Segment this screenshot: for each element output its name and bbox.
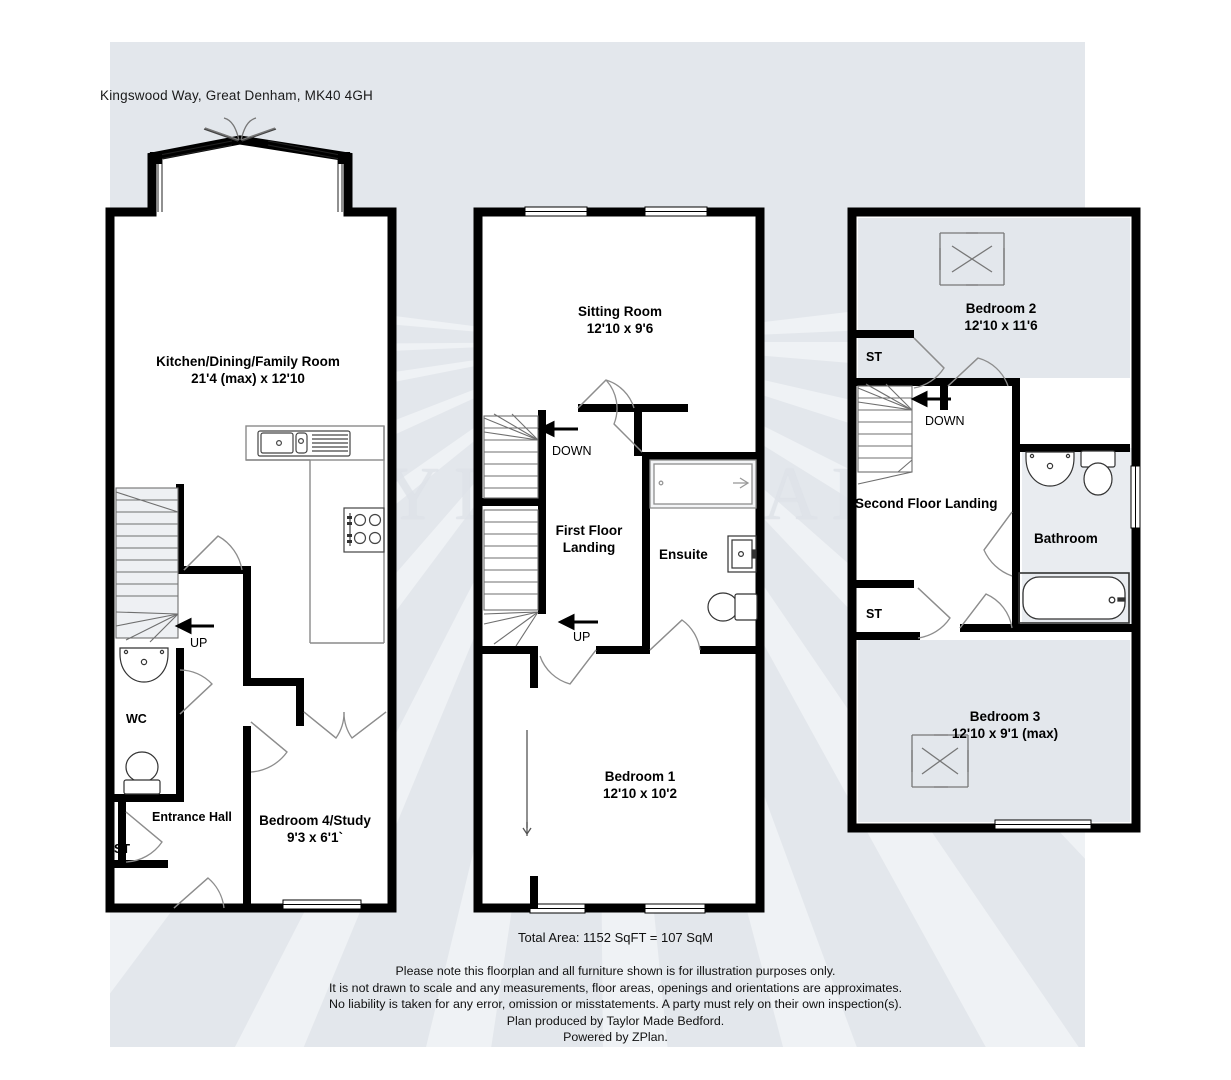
first-landing-line1: First Floor [555,523,623,538]
bedroom2-dimensions: 12'10 x 11'6 [964,318,1038,333]
direction-up-first: UP [573,630,591,644]
room-label-bedroom4: Bedroom 4/Study 9'3 x 6'1` [248,812,382,846]
room-label-sitting-room: Sitting Room 12'10 x 9'6 [520,303,720,337]
room-label-st-second-bottom: ST [866,607,882,621]
room-label-bedroom1: Bedroom 1 12'10 x 10'2 [570,768,710,802]
disclaimer-line-4: Plan produced by Taylor Made Bedford. [506,1013,725,1028]
total-area-text: Total Area: 1152 SqFT = 107 SqM [518,930,713,945]
disclaimer-line-1: Please note this floorplan and all furni… [395,964,836,978]
room-label-ensuite: Ensuite [659,547,708,562]
disclaimer-line-3: No liability is taken for any error, omi… [329,997,902,1012]
room-label-bedroom3: Bedroom 3 12'10 x 9'1 (max) [905,708,1105,742]
bedroom2-name: Bedroom 2 [965,301,1037,316]
room-label-bedroom2: Bedroom 2 12'10 x 11'6 [901,300,1101,334]
disclaimer-line-2: It is not drawn to scale and any measure… [328,980,903,995]
bedroom3-name: Bedroom 3 [969,709,1041,724]
bedroom1-dimensions: 12'10 x 10'2 [603,786,677,801]
page-title: Kingswood Way, Great Denham, MK40 4GH [100,88,374,103]
bedroom3-dimensions: 12'10 x 9'1 (max) [951,726,1059,741]
room-label-st-ground: ST [114,842,130,856]
kitchen-dimensions: 21'4 (max) x 12'10 [191,371,305,386]
room-label-second-floor-landing: Second Floor Landing [855,496,998,511]
room-label-first-floor-landing: First Floor Landing [541,522,637,556]
direction-up-ground: UP [190,636,208,650]
direction-down-first: DOWN [552,444,592,458]
bedroom4-dimensions: 9'3 x 6'1` [287,830,343,845]
room-label-bathroom: Bathroom [1034,531,1098,546]
disclaimer-block: Please note this floorplan and all furni… [0,963,1231,1046]
sitting-room-name: Sitting Room [578,304,662,319]
room-label-wc: WC [126,712,147,726]
direction-down-second: DOWN [925,414,965,428]
first-landing-line2: Landing [562,540,616,555]
room-label-st-second-top: ST [866,350,882,364]
bedroom1-name: Bedroom 1 [604,769,676,784]
bedroom4-name: Bedroom 4/Study [259,813,371,828]
kitchen-name: Kitchen/Dining/Family Room [156,354,340,369]
disclaimer-line-5: Powered by ZPlan. [563,1030,668,1045]
room-label-kitchen: Kitchen/Dining/Family Room 21'4 (max) x … [148,353,348,387]
room-label-entrance-hall: Entrance Hall [152,810,232,824]
sitting-room-dimensions: 12'10 x 9'6 [586,321,654,336]
